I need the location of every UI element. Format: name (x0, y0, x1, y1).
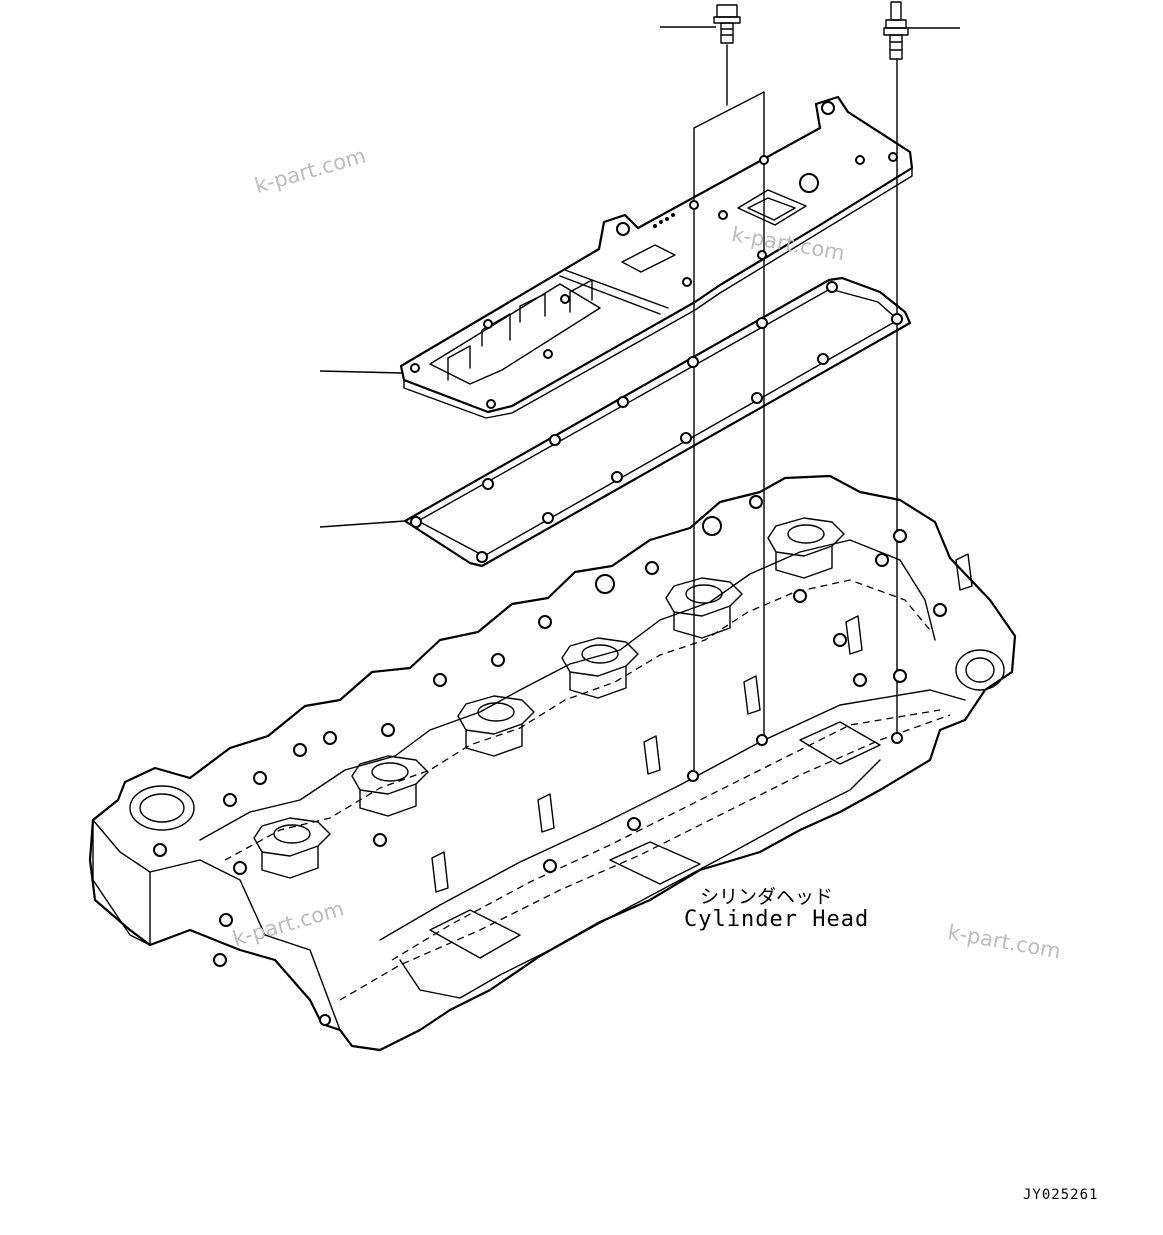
leader-lines (319, 26, 960, 528)
bolt-right (883, 1, 909, 60)
side-studs (431, 553, 973, 893)
valve-cover-gasket (403, 276, 912, 568)
valve-cover-plate (399, 95, 914, 419)
drawing-code: JY025261 (1023, 1187, 1099, 1203)
bolt-left (713, 4, 741, 44)
head-bolt-holes (153, 495, 947, 1026)
part-label-english: Cylinder Head (684, 907, 870, 932)
assembly-centerlines (693, 44, 898, 777)
part-label-japanese: シリンダヘッド (700, 886, 834, 908)
cylinder-head (88, 474, 1017, 1052)
injector-bosses (253, 517, 845, 879)
